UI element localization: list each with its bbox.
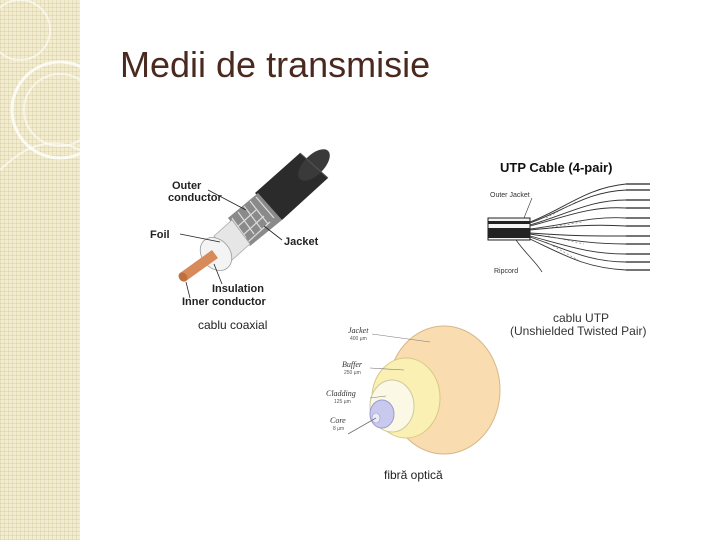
fiber-caption: fibră optică xyxy=(384,468,443,482)
fiber-label-core: Core xyxy=(330,416,346,425)
coax-label-insulation: Insulation xyxy=(212,283,264,295)
coax-label-foil: Foil xyxy=(150,229,170,241)
fiber-label-buffer: Buffer xyxy=(342,360,362,369)
coax-label-jacket: Jacket xyxy=(284,236,319,248)
utp-header: UTP Cable (4-pair) xyxy=(500,160,613,175)
coax-label-outer: Outer xyxy=(172,180,202,192)
coax-label-conductor: conductor xyxy=(168,192,222,204)
coax-label-inner-conductor: Inner conductor xyxy=(182,296,266,308)
fiber-sub-cladding: 125 µm xyxy=(334,399,351,405)
slide-title: Medii de transmisie xyxy=(120,44,431,85)
fiber-label-jacket: Jacket xyxy=(348,326,369,335)
utp-label-outer-jacket: Outer Jacket xyxy=(490,192,530,199)
utp-caption-line1: cablu UTP xyxy=(553,311,610,325)
utp-label-ripcord: Ripcord xyxy=(494,268,519,275)
utp-caption-line2: (Unshielded Twisted Pair) xyxy=(510,324,647,338)
decorative-sidebar xyxy=(0,0,80,540)
fiber-optic-illustration xyxy=(347,325,501,455)
fiber-sub-core: 8 µm xyxy=(333,426,345,432)
fiber-sub-buffer: 250 µm xyxy=(344,370,361,376)
utp-cable-illustration xyxy=(487,183,650,273)
coax-caption: cablu coaxial xyxy=(198,318,268,332)
coaxial-cable-illustration xyxy=(178,149,330,299)
sidebar-swirl-ornament xyxy=(0,0,80,171)
fiber-label-cladding: Cladding xyxy=(326,389,356,398)
fiber-sub-jacket: 400 µm xyxy=(350,336,367,342)
